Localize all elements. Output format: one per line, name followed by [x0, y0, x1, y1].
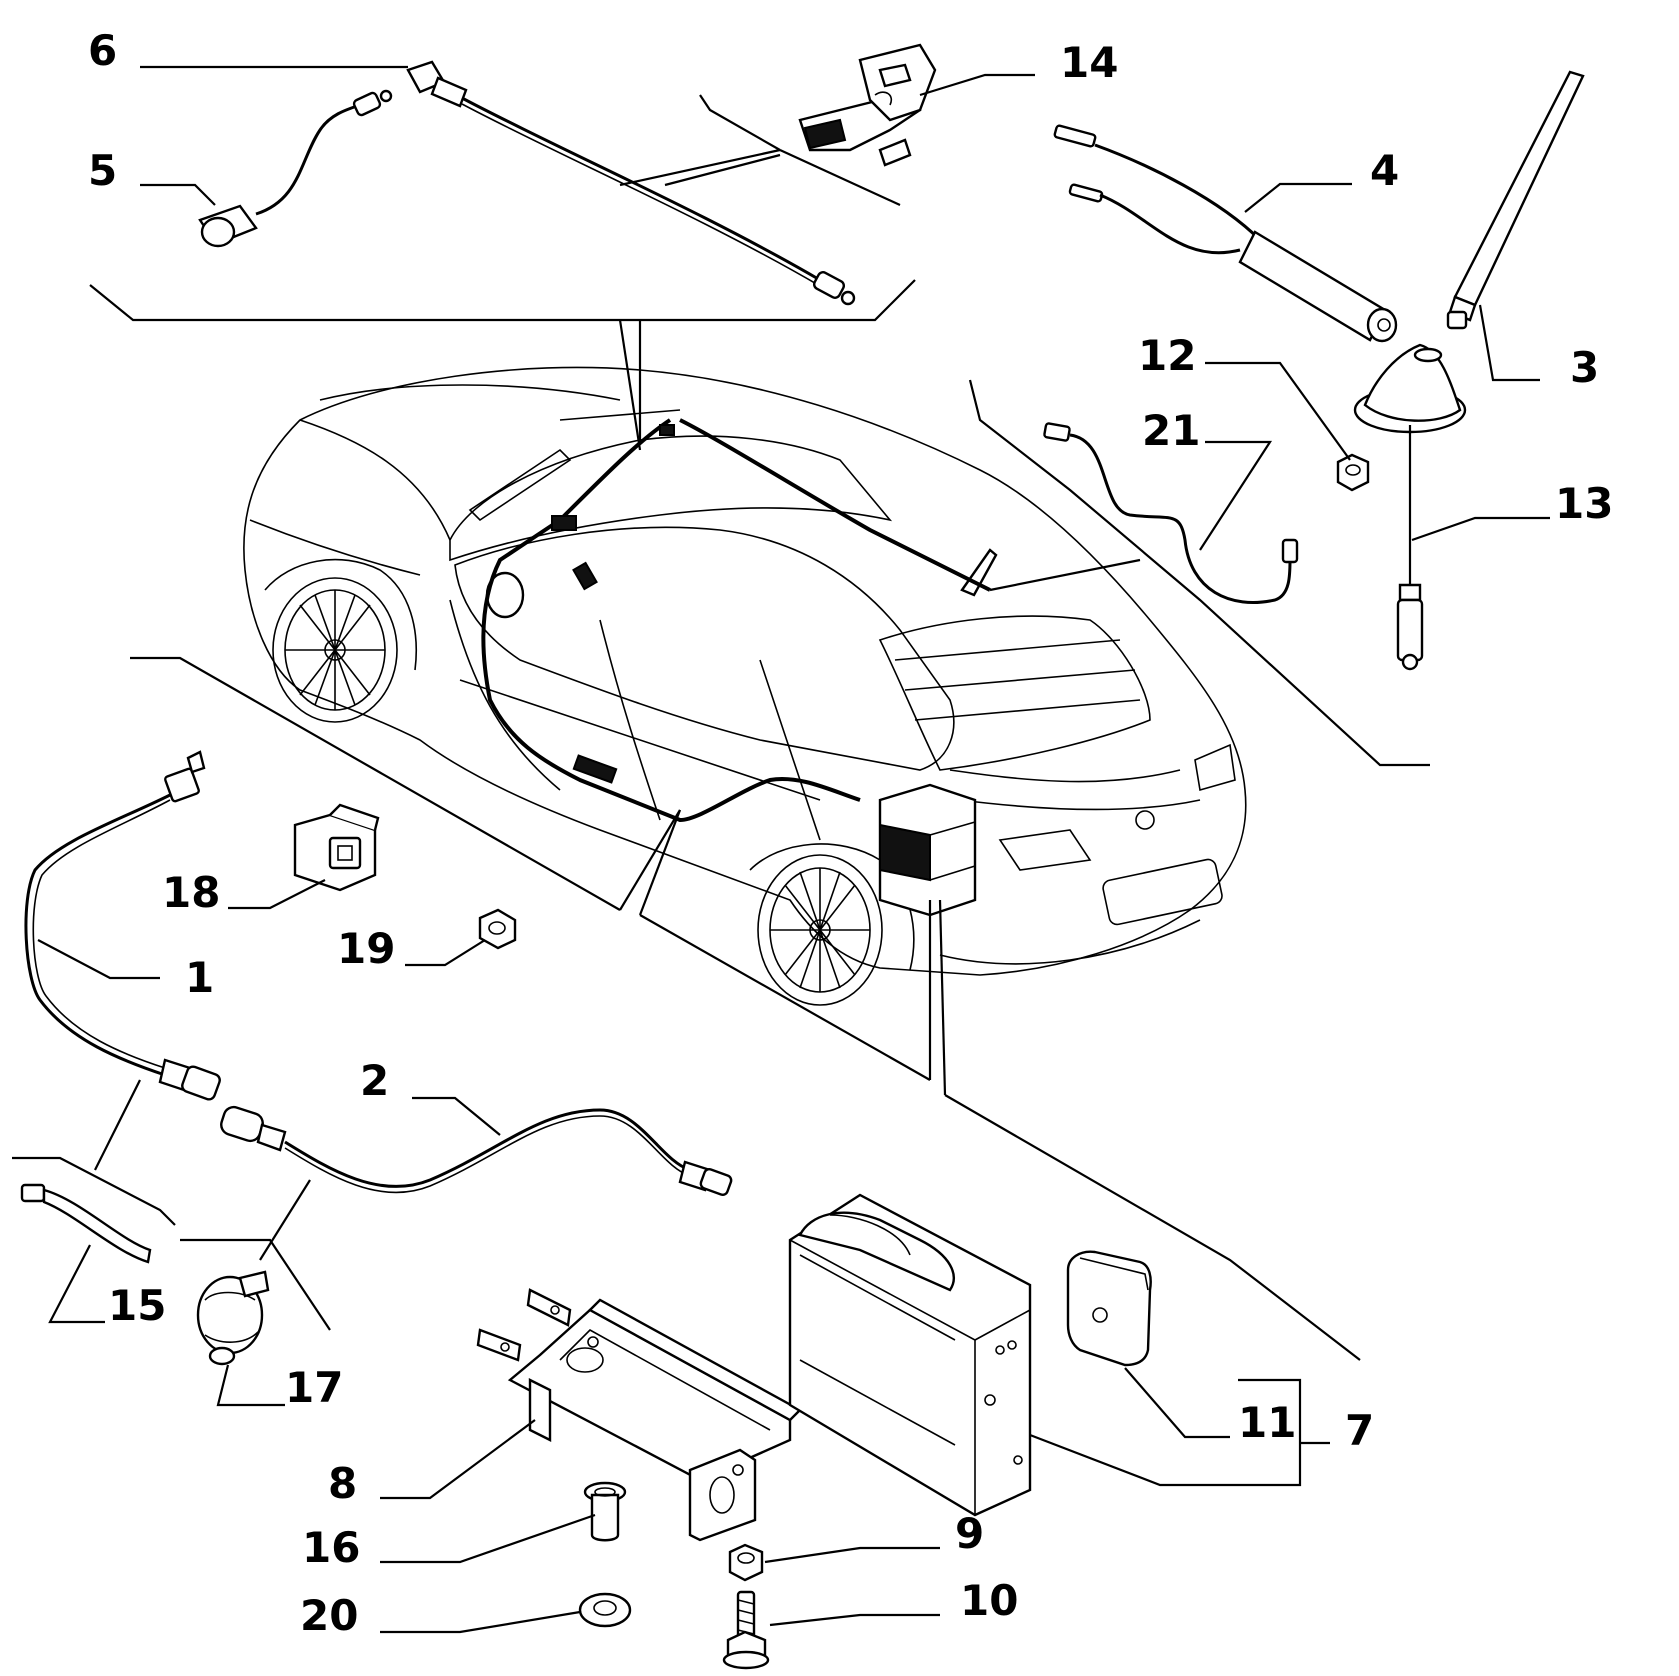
- leader-1-joint: [94, 1079, 141, 1171]
- part-14-clip: [798, 43, 937, 167]
- part-6-antenna-cable: [406, 60, 856, 306]
- part-19-nut: [478, 908, 517, 950]
- part-3-antenna-mast: [1446, 70, 1585, 330]
- callout-18: 18: [162, 868, 220, 917]
- leader-17-joint: [180, 1238, 331, 1331]
- part-11-module: [1066, 1250, 1152, 1367]
- callout-7: 7: [1345, 1406, 1374, 1455]
- callout-14: 14: [1060, 38, 1118, 87]
- callout-6: 6: [88, 26, 117, 75]
- part-15-cable-tie: [20, 1183, 152, 1264]
- part-10-bolt: [722, 1590, 770, 1670]
- callout-8: 8: [328, 1459, 357, 1508]
- part-5-short-cable: [198, 89, 393, 248]
- callout-10: 10: [960, 1576, 1018, 1625]
- part-2-cable: [220, 1105, 733, 1196]
- callout-21: 21: [1142, 406, 1200, 455]
- callout-1: 1: [185, 953, 214, 1002]
- part-8-mounting-bracket: [476, 1288, 802, 1542]
- callout-4: 4: [1370, 146, 1399, 195]
- part-16-spacer: [583, 1481, 627, 1542]
- callout-11: 11: [1238, 1398, 1296, 1447]
- callout-20: 20: [300, 1591, 358, 1640]
- part-7-radio-unit: [788, 1193, 1032, 1517]
- callout-12: 12: [1138, 331, 1196, 380]
- part-21-cable: [1043, 422, 1299, 604]
- part-9-nut: [728, 1543, 764, 1582]
- part-12-nut: [1336, 453, 1370, 492]
- part-20-washer: [578, 1592, 632, 1628]
- callout-15: 15: [108, 1281, 166, 1330]
- part-13-antenna-base: [1353, 343, 1467, 671]
- leader-lines: [89, 94, 1430, 1361]
- car-illustration: [243, 366, 1247, 1006]
- callout-9: 9: [955, 1509, 984, 1558]
- part-4-antenna-amplifier: [1053, 124, 1398, 343]
- callout-leaders: [37, 65, 1550, 1634]
- part-18-bracket: [293, 803, 380, 892]
- part-1-long-cable: [24, 750, 221, 1101]
- part-17-clip: [196, 1270, 270, 1366]
- callout-19: 19: [337, 924, 395, 973]
- leader-15-17: [12, 1156, 176, 1226]
- callout-2: 2: [360, 1056, 389, 1105]
- callout-17: 17: [285, 1363, 343, 1412]
- callout-labels: 1 2 3 4 5 6 7 8 9 10 11 12 13 14 15 16 1…: [88, 26, 1613, 1640]
- callout-3: 3: [1570, 343, 1599, 392]
- callout-16: 16: [302, 1523, 360, 1572]
- callout-13: 13: [1555, 479, 1613, 528]
- leader-2-joint: [259, 1179, 311, 1261]
- callout-5: 5: [88, 146, 117, 195]
